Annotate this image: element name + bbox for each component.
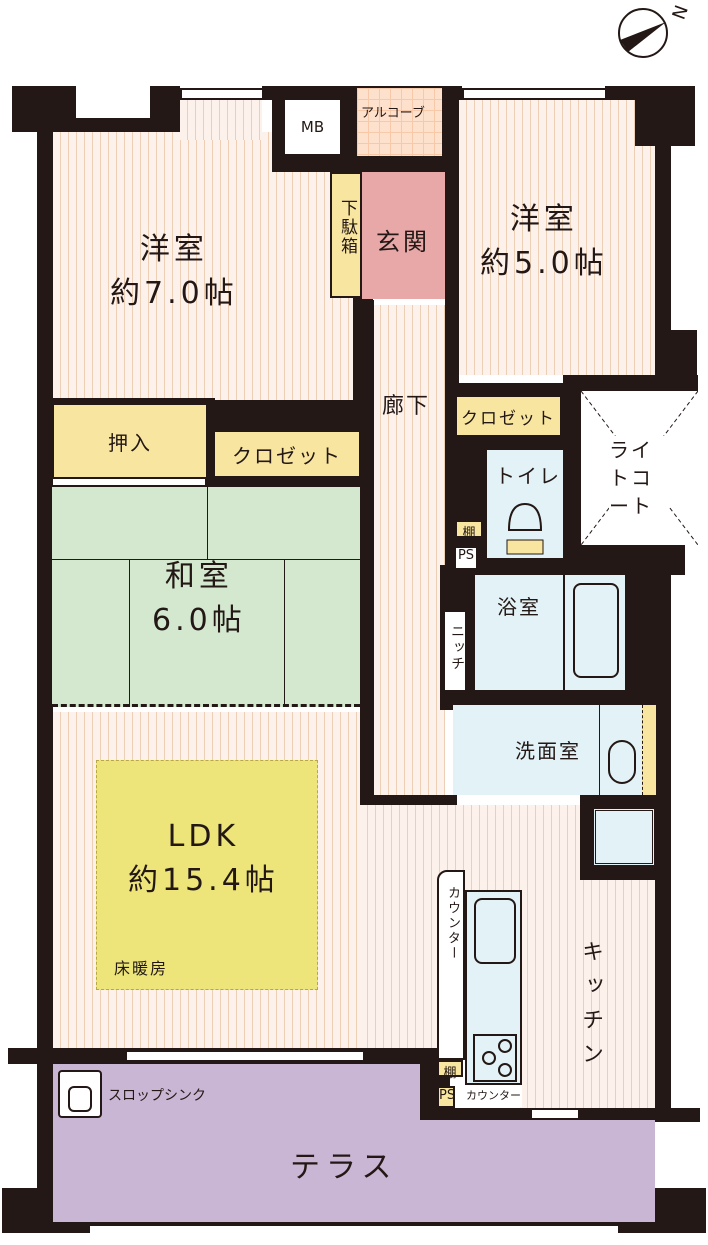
niche: ニッチ (445, 612, 465, 690)
vanity (599, 705, 656, 795)
entrance: 玄関 (362, 172, 447, 299)
kitchen-label: キッチン (578, 940, 603, 1076)
terrace (53, 1120, 655, 1226)
room-name: 和室 (164, 559, 233, 594)
room-size: 約7.0帖 (110, 275, 238, 311)
compass (618, 8, 668, 58)
bathtub (563, 575, 625, 690)
oshiire: 押入 (52, 403, 208, 479)
shelf-label: 棚 (443, 1066, 457, 1081)
window (462, 88, 607, 100)
mb-space: MB (285, 100, 340, 154)
floor-heating-area (96, 760, 318, 990)
wall (76, 118, 166, 132)
stove-icon (473, 1034, 517, 1082)
light-court-label: ライトコート (609, 436, 669, 520)
compass-arrow-icon (620, 22, 666, 52)
closet-label: クロゼット (232, 443, 342, 468)
shelf-label: 棚 (462, 526, 476, 541)
alcove-label: アルコーブ (361, 106, 425, 121)
room-western-7 (180, 100, 262, 140)
light-court-cross (581, 391, 698, 545)
slop-sink-label: スロップシンク (108, 1088, 206, 1104)
niche-label: ニッチ (449, 624, 465, 672)
room-name: LDK (167, 819, 240, 854)
bath-label: 浴室 (497, 595, 541, 619)
entrance-label: 玄関 (376, 228, 430, 256)
counter-label: カウンター (445, 886, 460, 961)
wall (360, 300, 374, 805)
counter-1: カウンター (437, 870, 465, 1060)
shoe-box-label: 下駄箱 (337, 199, 357, 256)
wall (445, 86, 459, 396)
room-size: 6.0帖 (152, 602, 246, 638)
oshiire-label: 押入 (108, 430, 152, 455)
wall (360, 795, 457, 805)
washroom-label: 洗面室 (515, 739, 581, 763)
room-western-7 (53, 132, 353, 400)
terrace (53, 1064, 420, 1124)
slop-sink (58, 1070, 102, 1118)
bathroom: 浴室 (475, 575, 625, 690)
washroom: 洗面室 (453, 705, 656, 795)
shelf-2: 棚 (437, 1060, 463, 1081)
sink-icon (474, 898, 516, 964)
washer-pan (593, 808, 655, 866)
counter-2: カウンター (465, 1085, 522, 1107)
alcove: アルコーブ (357, 88, 442, 156)
window (125, 1050, 365, 1062)
room-name: 洋室 (509, 202, 578, 237)
room-japanese (52, 485, 360, 707)
wall (150, 86, 180, 132)
ps-1: PS (456, 548, 476, 568)
mb-label: MB (300, 118, 325, 136)
floor-heating-label: 床暖房 (114, 959, 169, 978)
tatami-line (207, 487, 208, 559)
hallway-label: 廊下 (382, 394, 431, 419)
wall (655, 86, 671, 386)
wall (563, 375, 698, 391)
ps-label: PS (439, 1088, 456, 1103)
hallway (373, 305, 445, 795)
tatami-line (284, 559, 285, 707)
kitchen-counter (465, 890, 522, 1085)
closet-1: クロゼット (213, 430, 361, 478)
ps-2: PS (437, 1086, 455, 1108)
toilet: トイレ (487, 450, 563, 558)
toilet-label: トイレ (495, 464, 561, 488)
room-size: 約15.4帖 (128, 862, 279, 898)
tatami-line (129, 559, 130, 707)
compass-north-label: N (668, 2, 693, 23)
light-court: ライトコート (581, 391, 698, 545)
toilet-icon (506, 502, 544, 555)
terrace-label: テラス (290, 1150, 398, 1185)
closet-2: クロゼット (455, 395, 562, 437)
tatami-line (52, 559, 360, 560)
wall (37, 86, 53, 1196)
wall (53, 398, 215, 404)
ps-label: PS (457, 548, 475, 563)
room-size: 約5.0帖 (480, 245, 608, 281)
room-western-5 (459, 100, 655, 375)
counter-label: カウンター (466, 1089, 521, 1102)
wall (635, 100, 655, 146)
closet-label: クロゼット (461, 408, 556, 429)
room-kitchen (520, 880, 655, 1108)
shoe-box: 下駄箱 (330, 172, 362, 298)
shelf-1: 棚 (455, 520, 483, 541)
window (530, 1108, 580, 1120)
room-name: 洋室 (139, 232, 208, 267)
window (180, 88, 264, 100)
